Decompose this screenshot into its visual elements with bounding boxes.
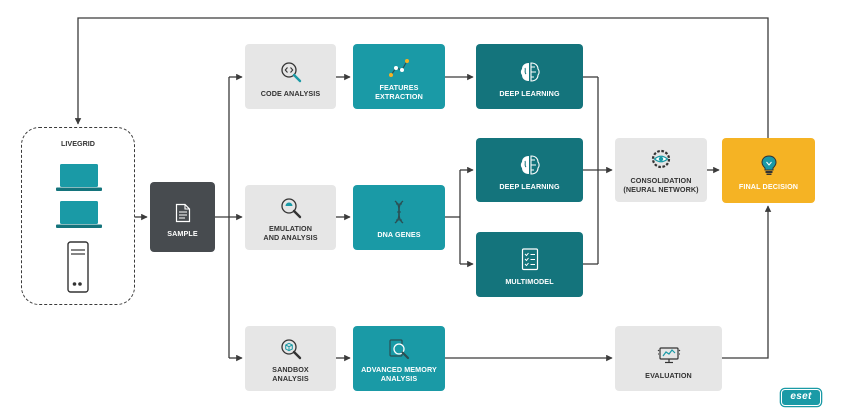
livegrid-label: LIVEGRID bbox=[61, 139, 95, 148]
code-analysis-label: CODE ANALYSIS bbox=[260, 88, 321, 98]
emulation-analysis-label: EMULATION AND ANALYSIS bbox=[263, 224, 318, 242]
eset-logo: eset bbox=[781, 389, 821, 406]
dna-genes-label: DNA GENES bbox=[377, 229, 421, 239]
features-extraction-node: FEATURES EXTRACTION bbox=[353, 44, 445, 109]
multimodel-label: MULTIMODEL bbox=[505, 276, 554, 286]
advanced-memory-label: ADVANCED MEMORY ANALYSIS bbox=[361, 365, 437, 383]
deep-learning-label-1: DEEP LEARNING bbox=[499, 88, 560, 98]
consolidation-node: CONSOLIDATION (NEURAL NETWORK) bbox=[615, 138, 707, 202]
dna-genes-node: DNA GENES bbox=[353, 185, 445, 250]
final-decision-label: FINAL DECISION bbox=[738, 181, 799, 191]
laptop-icon bbox=[56, 164, 102, 191]
sandbox-analysis-label: SANDBOX ANALYSIS bbox=[272, 365, 309, 383]
livegrid-group: LIVEGRID bbox=[21, 127, 135, 305]
deep-learning-node-2: DEEP LEARNING bbox=[476, 138, 583, 202]
advanced-memory-node: ADVANCED MEMORY ANALYSIS bbox=[353, 326, 445, 391]
memory-magnifier-icon bbox=[389, 339, 410, 360]
final-decision-node: FINAL DECISION bbox=[722, 138, 815, 203]
checklist-icon bbox=[521, 247, 538, 270]
dna-icon bbox=[394, 200, 404, 224]
server-tower-icon bbox=[67, 241, 89, 293]
emulation-analysis-node: EMULATION AND ANALYSIS bbox=[245, 185, 336, 250]
monitor-signal-icon bbox=[657, 346, 680, 363]
connector-final-to-livegrid bbox=[74, 17, 769, 139]
lightbulb-icon bbox=[760, 155, 777, 175]
sandbox-analysis-node: SANDBOX ANALYSIS bbox=[245, 326, 336, 391]
deep-learning-label-2: DEEP LEARNING bbox=[499, 181, 560, 191]
box-magnifier-icon bbox=[280, 339, 301, 360]
brain-circuit-icon bbox=[520, 62, 540, 82]
emulation-magnifier-icon bbox=[280, 198, 301, 219]
connector-evaluation-to-final bbox=[722, 205, 772, 359]
sample-label: SAMPLE bbox=[167, 228, 198, 238]
code-magnifier-icon bbox=[280, 61, 301, 82]
brain-circuit-icon bbox=[520, 155, 540, 175]
eye-gear-icon bbox=[651, 150, 671, 169]
deep-learning-node-1: DEEP LEARNING bbox=[476, 44, 583, 109]
evaluation-node: EVALUATION bbox=[615, 326, 722, 391]
consolidation-label: CONSOLIDATION (NEURAL NETWORK) bbox=[623, 176, 699, 194]
evaluation-label: EVALUATION bbox=[645, 370, 692, 380]
features-extraction-label: FEATURES EXTRACTION bbox=[375, 83, 423, 101]
code-analysis-node: CODE ANALYSIS bbox=[245, 44, 336, 109]
laptop-icon bbox=[56, 201, 102, 228]
sample-node: SAMPLE bbox=[150, 182, 215, 252]
document-icon bbox=[175, 203, 190, 222]
multimodel-node: MULTIMODEL bbox=[476, 232, 583, 297]
nodes-path-icon bbox=[389, 59, 409, 78]
